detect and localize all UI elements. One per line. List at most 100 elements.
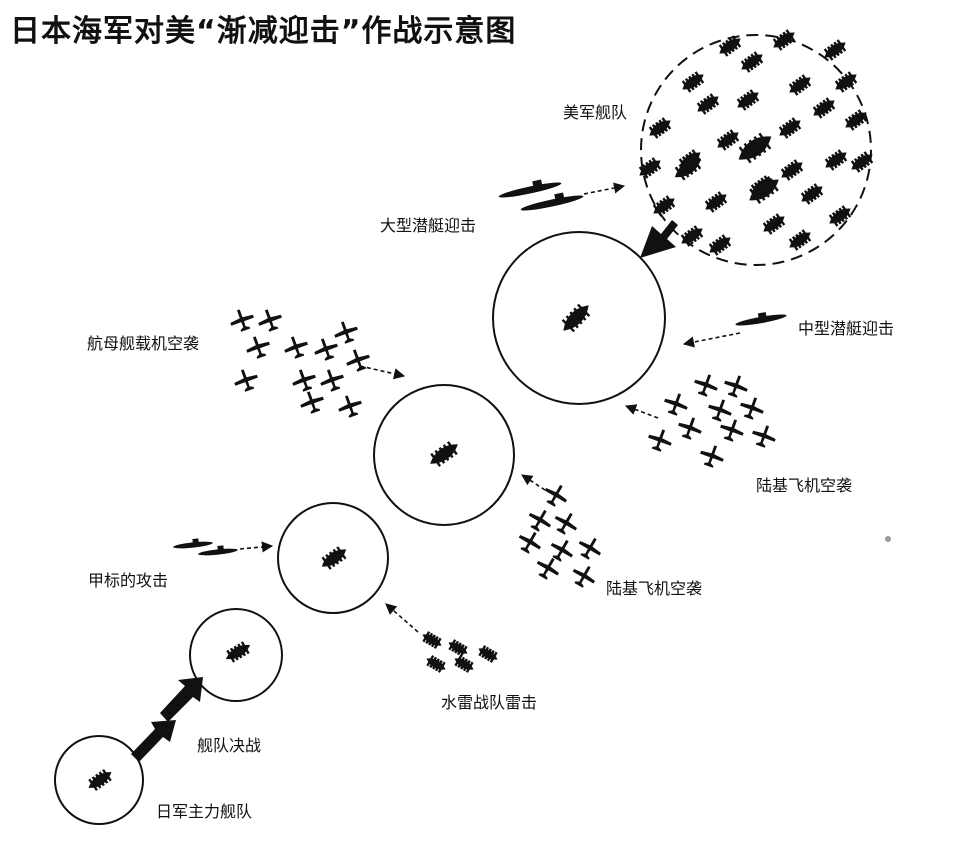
plane-icon	[700, 445, 724, 468]
plane-icon	[550, 539, 573, 562]
ship-icon	[800, 183, 824, 205]
label-land-air-1: 陆基飞机空袭	[756, 476, 853, 495]
ship-icon	[823, 39, 847, 61]
plane-icon	[346, 349, 370, 372]
plane-icon	[724, 375, 748, 398]
plane-icon	[554, 512, 577, 535]
ship-icon	[736, 89, 760, 111]
plane-icon	[518, 531, 541, 554]
land-aircraft-group-2	[518, 484, 601, 588]
label-carrier-air: 航母舰载机空袭	[87, 334, 200, 353]
submarine-icon	[520, 192, 584, 211]
land-attack-arrow-2	[521, 474, 546, 491]
plane-icon	[292, 369, 316, 392]
plane-icon	[578, 537, 601, 560]
jp-fleet-circle	[54, 735, 144, 825]
fleet-battle-arrow-down-icon	[160, 677, 203, 722]
submarine-icon	[198, 545, 238, 556]
plane-icon	[536, 557, 559, 580]
ship-icon	[430, 441, 458, 467]
ship-icon	[652, 195, 676, 217]
large-submarine-group	[498, 179, 626, 211]
stage-circle-1	[492, 231, 666, 405]
ship-icon	[426, 655, 446, 673]
stage-circle-2	[373, 384, 515, 526]
plane-icon	[648, 429, 672, 452]
ship-icon	[834, 71, 858, 93]
ship-icon	[478, 645, 498, 663]
plane-icon	[678, 417, 702, 440]
ship-icon	[788, 74, 812, 96]
fleet-battle-arrow-up-icon	[131, 720, 176, 762]
ship-icon	[638, 157, 662, 179]
ship-icon	[708, 234, 732, 256]
ship-icon	[772, 29, 796, 51]
plane-icon	[334, 321, 358, 344]
carrier-attack-arrow	[359, 365, 406, 380]
label-jp-main-fleet: 日军主力舰队	[156, 802, 253, 821]
plane-icon	[544, 484, 567, 507]
ship-icon	[780, 159, 804, 181]
label-us-fleet: 美军舰队	[563, 103, 628, 122]
plane-icon	[300, 391, 324, 414]
ship-icon	[850, 151, 874, 173]
plane-icon	[246, 336, 270, 359]
plane-icon	[230, 309, 254, 332]
deck-attack-group	[173, 538, 274, 556]
plane-icon	[664, 393, 688, 416]
label-large-submarine: 大型潜艇迎击	[380, 216, 477, 235]
ship-icon	[321, 546, 347, 570]
ship-icon	[778, 117, 802, 139]
submarine-icon	[498, 179, 562, 198]
plane-icon	[314, 338, 338, 361]
plane-icon	[572, 565, 595, 588]
ship-icon	[696, 93, 720, 115]
ship-icon	[680, 225, 704, 247]
ship-icon	[225, 641, 251, 663]
ship-icon	[716, 129, 740, 151]
ship-icon	[454, 655, 474, 673]
ship-icon	[448, 639, 468, 657]
land-aircraft-group-1	[648, 374, 776, 468]
ship-icon	[561, 303, 591, 333]
ship-icon	[648, 117, 672, 139]
ship-icon	[828, 205, 852, 227]
plane-icon	[752, 425, 776, 448]
ship-icon	[740, 51, 764, 73]
us-fleet-ships	[638, 29, 874, 256]
ship-icon	[88, 768, 112, 792]
ship-icon	[762, 213, 786, 235]
us-fleet-circle	[640, 34, 872, 266]
label-medium-submarine: 中型潜艇迎击	[798, 319, 895, 338]
carrier-aircraft-group	[230, 309, 370, 418]
stage-circle-4	[189, 608, 283, 702]
plane-icon	[284, 336, 308, 359]
ship-icon	[422, 631, 442, 649]
torpedo-squadron-group	[422, 631, 498, 673]
advance-arrow-icon	[640, 220, 678, 258]
plane-icon	[740, 397, 764, 420]
ship-icon	[681, 71, 705, 93]
ship-icon	[824, 149, 848, 171]
stage-circle-3	[277, 502, 389, 614]
page-title: 日本海军对美“渐减迎击”作战示意图	[10, 14, 517, 49]
ship-icon	[738, 132, 772, 164]
ship-icon	[674, 155, 702, 181]
plane-icon	[258, 309, 282, 332]
label-land-air-2: 陆基飞机空袭	[606, 579, 703, 598]
plane-icon	[694, 374, 718, 397]
ship-icon	[788, 229, 812, 251]
ship-icon	[718, 35, 742, 57]
label-deck-attack: 甲标的攻击	[88, 571, 169, 590]
label-fleet-battle: 舰队决战	[197, 736, 262, 755]
ship-icon	[749, 176, 779, 204]
torpedo-attack-arrow	[385, 603, 419, 633]
plane-icon	[234, 369, 258, 392]
label-torpedo-squadron: 水雷战队雷击	[441, 693, 538, 712]
plane-icon	[528, 509, 551, 532]
plane-icon	[708, 399, 732, 422]
ship-icon	[812, 97, 836, 119]
ship-icon	[704, 191, 728, 213]
medium-submarine-group	[682, 312, 787, 348]
